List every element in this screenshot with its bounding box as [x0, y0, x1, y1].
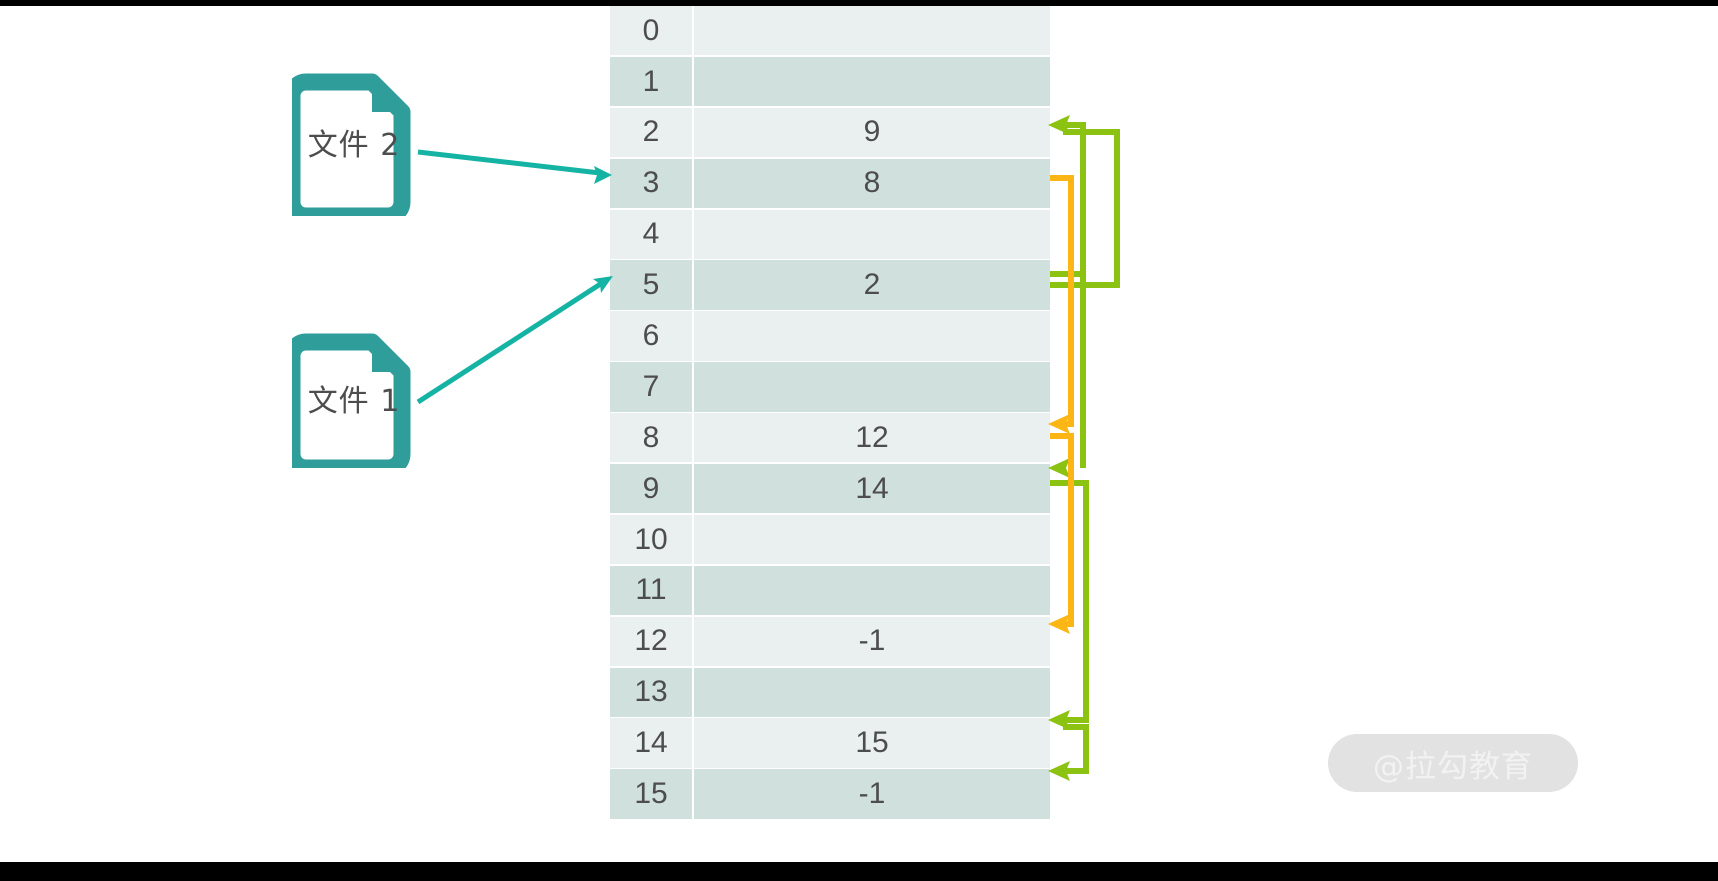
table-cell-value: -1 [694, 769, 1050, 819]
connector-file1-to-row5 [416, 276, 613, 405]
table-cell-index: 5 [610, 260, 692, 310]
file-icon-1[interactable]: 文件 1 [283, 328, 416, 477]
pointer-arrowheads-orange [1048, 414, 1070, 634]
connector-file2-to-row3 [417, 149, 612, 184]
table-cell-value: 14 [694, 464, 1050, 514]
arrowhead-green-row2 [1048, 115, 1070, 135]
arrowhead-green-row9 [1048, 458, 1070, 478]
table-row: 15-1 [610, 769, 1050, 819]
arrowhead-green-row15 [1048, 761, 1070, 781]
table-cell-index: 10 [610, 514, 692, 565]
table-cell-value [694, 362, 1050, 412]
pointer-chain-orange [1050, 175, 1074, 627]
table-cell-value [694, 6, 1050, 56]
arrowhead-green-row14 [1048, 710, 1070, 730]
pointer-chain-green [1050, 122, 1120, 774]
table-cell-value [694, 667, 1050, 717]
table-cell-index: 13 [610, 667, 692, 717]
table-cell-value: -1 [694, 616, 1050, 666]
table-row: 13 [610, 667, 1050, 717]
pointer-arrowheads-green [1048, 115, 1070, 781]
table-cell-index: 7 [610, 362, 692, 412]
table-cell-index: 2 [610, 107, 692, 158]
document-icon [283, 333, 411, 477]
table-cell-value [694, 311, 1050, 361]
table-cell-value [694, 514, 1050, 565]
table-cell-index: 14 [610, 718, 692, 768]
table-row: 7 [610, 362, 1050, 412]
table-cell-index: 3 [610, 158, 692, 208]
table-cell-index: 0 [610, 6, 692, 56]
table-row: 0 [610, 6, 1050, 56]
table-cell-value [694, 209, 1050, 259]
table-cell-value: 2 [694, 260, 1050, 310]
arrowhead-orange-row12 [1048, 614, 1070, 634]
table-row: 1 [610, 56, 1050, 107]
table-row: 12-1 [610, 616, 1050, 666]
letterbox-bar-top [0, 0, 1718, 6]
table-row: 4 [610, 209, 1050, 259]
table-cell-index: 4 [610, 209, 692, 259]
table-cell-value [694, 56, 1050, 107]
table-cell-index: 11 [610, 565, 692, 616]
file-icon-1-label: 文件 1 [307, 384, 401, 419]
table-cell-index: 12 [610, 616, 692, 666]
table-row: 6 [610, 311, 1050, 361]
watermark: @拉勾教育 [1328, 734, 1578, 792]
document-icon [283, 73, 411, 225]
letterbox-bar-bottom [0, 862, 1718, 881]
table-cell-value: 12 [694, 413, 1050, 463]
table-cell-index: 8 [610, 413, 692, 463]
table-cell-index: 9 [610, 464, 692, 514]
table-cell-value: 9 [694, 107, 1050, 158]
table-cell-index: 1 [610, 56, 692, 107]
table-cell-value: 15 [694, 718, 1050, 768]
file-icon-2-label: 文件 2 [307, 128, 401, 163]
table-cell-value: 8 [694, 158, 1050, 208]
table-cell-index: 15 [610, 769, 692, 819]
table-row: 11 [610, 565, 1050, 616]
table-cell-index: 6 [610, 311, 692, 361]
arrowhead-orange-row8 [1048, 414, 1070, 434]
table-cell-value [694, 565, 1050, 616]
table-row: 10 [610, 514, 1050, 565]
file-icon-2[interactable]: 文件 2 [283, 68, 416, 225]
